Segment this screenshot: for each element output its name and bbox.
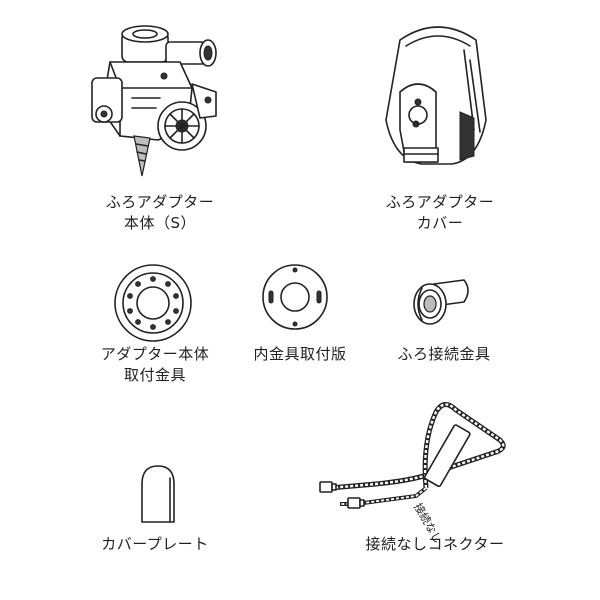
inner-plate-illustration: [260, 262, 330, 332]
mounting-bracket-label-line-1: アダプター本体: [100, 345, 210, 363]
mounting-bracket-illustration: [112, 262, 194, 344]
adapter-body-label-line-2: 本体（S）: [123, 214, 197, 232]
inner-plate-label: 内金具取付版: [230, 344, 370, 365]
mounting-bracket-label-line-2: 取付金具: [123, 366, 186, 384]
cover-plate-illustration: [138, 462, 178, 526]
connector-label: 接続なしコネクター: [345, 534, 525, 555]
cover-plate-label: カバープレート: [80, 534, 230, 555]
mounting-bracket-label: アダプター本体 取付金具: [80, 344, 230, 386]
adapter-body-label-line-1: ふろアダプター: [105, 193, 215, 211]
adapter-cover-illustration: [378, 20, 498, 170]
bath-fitting-illustration: [410, 274, 474, 328]
bath-fitting-label-line-1: ふろ接続金具: [397, 345, 491, 363]
inner-plate-label-line-1: 内金具取付版: [253, 345, 347, 363]
connector-illustration: 接続なし: [316, 392, 516, 546]
adapter-cover-label: ふろアダプター カバー: [360, 192, 520, 234]
adapter-body-illustration: [80, 18, 230, 178]
adapter-body-label: ふろアダプター 本体（S）: [80, 192, 240, 234]
connector-label-line-1: 接続なしコネクター: [365, 535, 505, 553]
bath-fitting-label: ふろ接続金具: [374, 344, 514, 365]
adapter-cover-label-line-1: ふろアダプター: [385, 193, 495, 211]
cover-plate-label-line-1: カバープレート: [101, 535, 209, 553]
adapter-cover-label-line-2: カバー: [416, 214, 464, 232]
